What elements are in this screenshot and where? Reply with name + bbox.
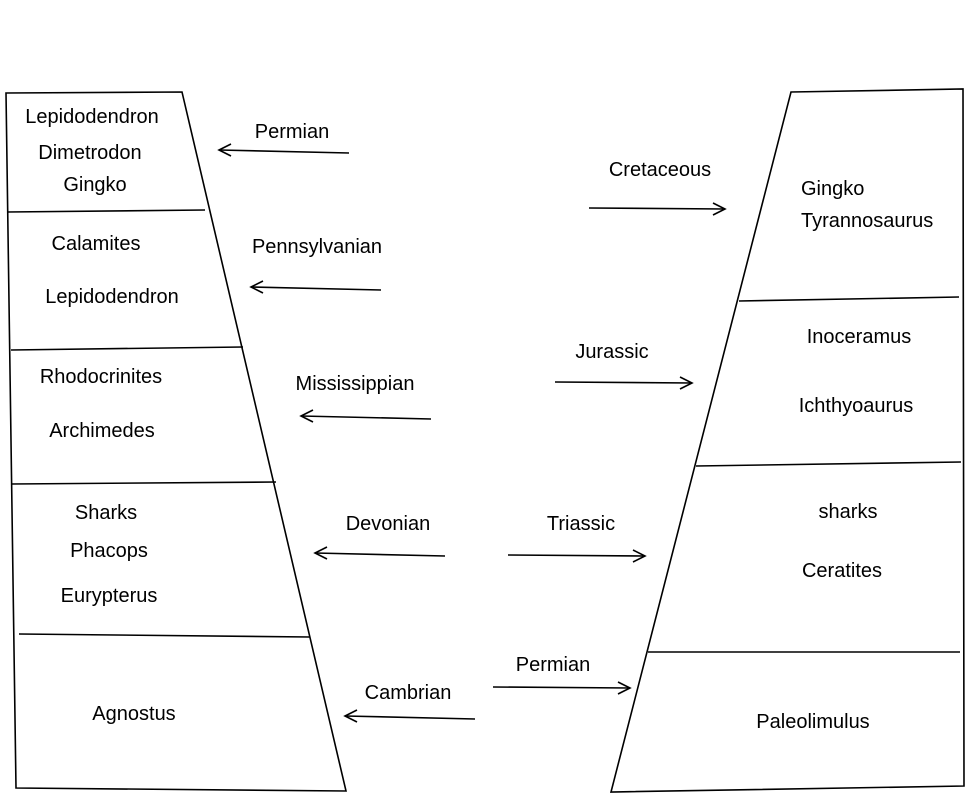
right-fossil-label: Ichthyoaurus bbox=[799, 395, 914, 417]
arrow-head-icon bbox=[343, 709, 358, 723]
left-divider-1 bbox=[6, 209, 206, 213]
left-period-label: Permian bbox=[255, 121, 329, 143]
right-period-arrow bbox=[554, 381, 693, 384]
left-fossil-label: Lepidodendron bbox=[25, 106, 158, 128]
arrow-head-icon bbox=[632, 549, 647, 563]
left-divider-2 bbox=[10, 346, 244, 351]
arrow-head-icon bbox=[249, 280, 264, 294]
right-fossil-label: Tyrannosaurus bbox=[801, 210, 933, 232]
left-period-label: Devonian bbox=[346, 513, 431, 535]
arrow-head-icon bbox=[313, 546, 328, 560]
right-fossil-label: sharks bbox=[819, 501, 878, 523]
arrow-head-icon bbox=[217, 143, 232, 157]
right-period-label: Cretaceous bbox=[609, 159, 711, 181]
right-fossil-label: Inoceramus bbox=[807, 326, 912, 348]
right-period-label: Triassic bbox=[547, 513, 615, 535]
right-fossil-label: Gingko bbox=[801, 178, 864, 200]
right-fossil-label: Paleolimulus bbox=[756, 711, 869, 733]
left-period-arrow bbox=[218, 149, 350, 154]
left-column-outline bbox=[5, 91, 348, 792]
left-period-label: Cambrian bbox=[365, 682, 452, 704]
right-period-arrow bbox=[507, 554, 646, 557]
left-divider-3 bbox=[10, 481, 277, 485]
arrow-head-icon bbox=[617, 681, 632, 695]
right-period-label: Permian bbox=[516, 654, 590, 676]
arrow-head-icon bbox=[679, 376, 694, 390]
left-period-arrow bbox=[314, 552, 446, 557]
right-period-arrow bbox=[588, 207, 726, 210]
left-fossil-label: Archimedes bbox=[49, 420, 155, 442]
right-column-outline bbox=[609, 88, 965, 793]
left-fossil-label: Eurypterus bbox=[61, 585, 158, 607]
arrow-head-icon bbox=[712, 202, 727, 216]
left-fossil-label: Sharks bbox=[75, 502, 137, 524]
left-period-label: Pennsylvanian bbox=[252, 236, 382, 258]
right-fossil-label: Ceratites bbox=[802, 560, 882, 582]
left-fossil-label: Dimetrodon bbox=[38, 142, 141, 164]
left-fossil-label: Calamites bbox=[52, 233, 141, 255]
right-divider-1 bbox=[738, 296, 960, 302]
right-divider-2 bbox=[695, 461, 962, 467]
left-period-arrow bbox=[344, 715, 476, 720]
arrow-head-icon bbox=[299, 409, 314, 423]
left-divider-4 bbox=[18, 633, 311, 638]
left-fossil-label: Phacops bbox=[70, 540, 148, 562]
left-fossil-label: Rhodocrinites bbox=[40, 366, 162, 388]
left-fossil-label: Agnostus bbox=[92, 703, 175, 725]
left-period-arrow bbox=[300, 415, 432, 420]
left-period-label: Mississippian bbox=[296, 373, 415, 395]
right-period-label: Jurassic bbox=[575, 341, 648, 363]
left-fossil-label: Lepidodendron bbox=[45, 286, 178, 308]
left-period-arrow bbox=[250, 286, 382, 291]
left-fossil-label: Gingko bbox=[63, 174, 126, 196]
right-period-arrow bbox=[492, 686, 631, 689]
